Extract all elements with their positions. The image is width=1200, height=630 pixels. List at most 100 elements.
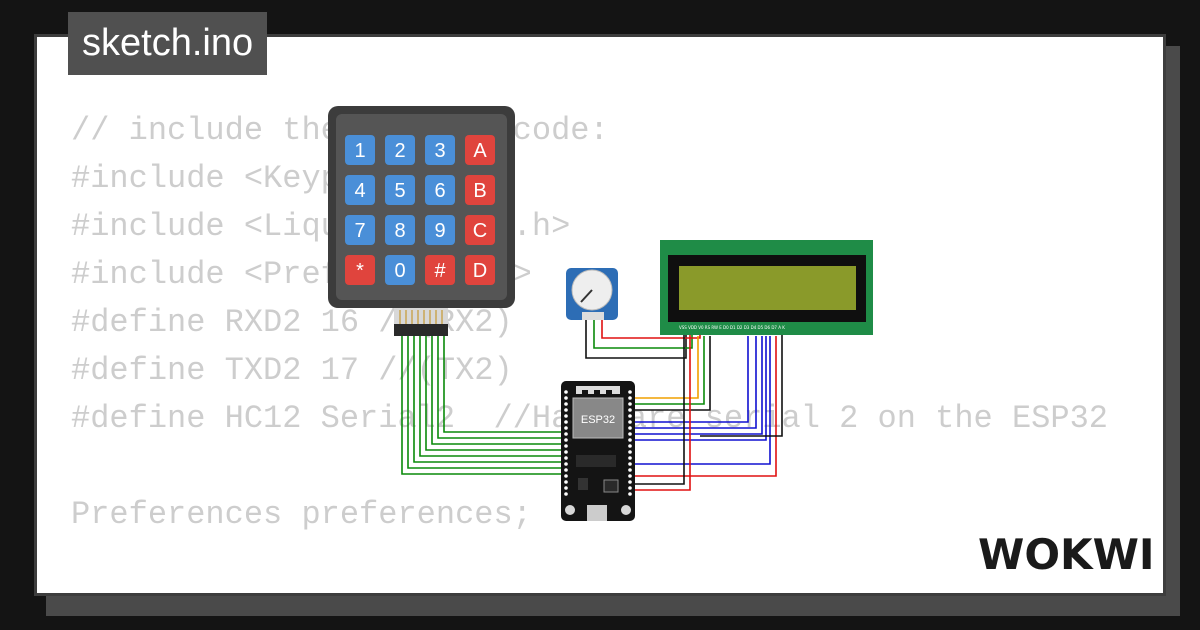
wire <box>585 318 687 359</box>
esp32-pin <box>628 480 632 484</box>
keypad-key[interactable] <box>385 215 415 245</box>
pot-pins <box>582 312 604 320</box>
esp32-pin <box>564 396 568 400</box>
wire <box>632 336 767 441</box>
keypad-key-label: A <box>473 140 487 162</box>
keypad-panel <box>336 114 507 300</box>
wire <box>700 330 783 437</box>
esp32-pin <box>564 480 568 484</box>
wire <box>632 336 777 477</box>
esp32-pin <box>628 402 632 406</box>
esp32-pin <box>564 450 568 454</box>
esp32-pin <box>564 414 568 418</box>
esp32-pin <box>564 486 568 490</box>
keypad-key-label: B <box>473 180 486 202</box>
keypad-header <box>394 324 448 336</box>
brand-text: WOKWI <box>978 530 1153 579</box>
file-title: sketch.ino <box>68 12 268 75</box>
keypad-key-label: 4 <box>354 180 365 202</box>
keypad-key[interactable] <box>385 255 415 285</box>
esp32-pin <box>564 432 568 436</box>
lcd-1602: VSS VDD V0 RS RW E D0 D1 D2 D3 D4 D5 D6 … <box>660 240 873 335</box>
esp32-pin <box>564 402 568 406</box>
esp32-antenna <box>576 386 620 394</box>
keypad-key-label: 9 <box>434 220 445 242</box>
esp32-pin <box>628 396 632 400</box>
wire <box>437 330 568 439</box>
esp32-pin <box>628 426 632 430</box>
esp32-pin <box>564 438 568 442</box>
esp32-pin <box>564 426 568 430</box>
esp32-pin <box>564 444 568 448</box>
wire <box>593 318 693 349</box>
esp32-pin <box>564 408 568 412</box>
esp32-pin <box>628 450 632 454</box>
esp32-pin <box>564 462 568 466</box>
keypad-key[interactable] <box>465 175 495 205</box>
lcd-pin-labels: VSS VDD V0 RS RW E D0 D1 D2 D3 D4 D5 D6 … <box>679 325 785 330</box>
keypad-key[interactable] <box>345 175 375 205</box>
esp32-label: ESP32 <box>581 414 615 426</box>
esp32-pin <box>628 390 632 394</box>
keypad-key[interactable] <box>385 175 415 205</box>
keypad-key[interactable] <box>465 135 495 165</box>
keypad-key[interactable] <box>345 135 375 165</box>
keypad-key-label: D <box>473 260 487 282</box>
wire <box>632 330 691 491</box>
esp32-pin <box>564 456 568 460</box>
esp32-pin <box>628 414 632 418</box>
keypad-key[interactable] <box>465 215 495 245</box>
wire <box>632 336 771 465</box>
esp32-pin <box>628 492 632 496</box>
esp32-pin <box>564 474 568 478</box>
esp32-button-boot <box>621 505 631 515</box>
wire <box>632 330 685 485</box>
esp32-pin <box>628 456 632 460</box>
keypad-key[interactable] <box>425 255 455 285</box>
wire <box>407 330 568 469</box>
keypad-key-label: 1 <box>354 140 365 162</box>
keypad-key[interactable] <box>345 215 375 245</box>
esp32-pin <box>564 420 568 424</box>
wire <box>413 330 568 463</box>
wire <box>431 330 568 445</box>
keypad-key[interactable] <box>425 175 455 205</box>
keypad-key-label: 2 <box>394 140 405 162</box>
esp32-pin <box>628 408 632 412</box>
lcd-screen <box>679 266 856 310</box>
keypad-key-label: 7 <box>354 220 365 242</box>
keypad-key-label: 8 <box>394 220 405 242</box>
keypad-key-label: 0 <box>394 260 405 282</box>
esp32-devkit: ESP32 <box>561 381 635 521</box>
pot-indicator <box>580 289 593 303</box>
keypad-connector <box>394 308 448 324</box>
esp32-pin <box>564 390 568 394</box>
wire <box>632 336 749 423</box>
keypad-key-label: # <box>434 260 446 282</box>
esp32-pin <box>628 474 632 478</box>
code-line: #define TXD2 17 //(TX2) <box>71 352 513 389</box>
wire <box>632 336 705 405</box>
keypad-key-label: 5 <box>394 180 405 202</box>
esp32-pin <box>628 468 632 472</box>
wire <box>632 336 699 399</box>
code-line: Preferences preferences; <box>71 496 532 533</box>
esp32-regulator <box>578 478 588 490</box>
wire <box>401 330 568 475</box>
keypad-key[interactable] <box>425 135 455 165</box>
esp32-usb-chip <box>603 479 619 493</box>
keypad-key-label: C <box>473 220 487 242</box>
wire <box>632 336 763 435</box>
wire <box>632 336 757 429</box>
keypad-key[interactable] <box>425 215 455 245</box>
keypad-key[interactable] <box>385 135 415 165</box>
potentiometer <box>566 268 618 320</box>
esp32-pin <box>564 468 568 472</box>
esp32-pin <box>628 486 632 490</box>
keypad-key[interactable] <box>465 255 495 285</box>
esp32-module <box>572 397 624 439</box>
keypad-key[interactable] <box>345 255 375 285</box>
wire <box>443 330 568 433</box>
